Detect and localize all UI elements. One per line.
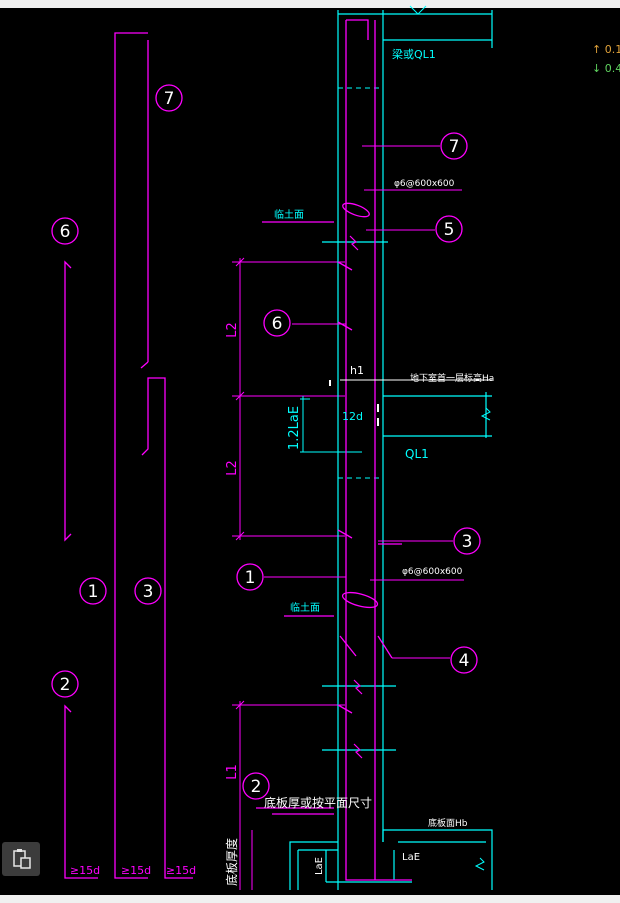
marker-1-right-label: 1 [245,568,256,588]
label-12d: 12d [342,410,363,423]
label-slab-elev: 底板面Hb [428,817,468,829]
dim-lae-left: LaE [314,857,325,875]
marker-3-left [134,577,162,605]
dim-l2-lower: L2 [225,460,240,476]
marker-1-right [236,563,264,591]
label-ql1-mid: QL1 [405,447,429,461]
wall-outline [289,10,493,890]
marker-1-left-label: 1 [88,582,99,602]
bar-1-shape [114,32,148,879]
marker-3-right-label: 3 [462,532,473,552]
marker-2-right [242,772,270,800]
marker-6-left-label: 6 [60,222,71,242]
marker-3-left-label: 3 [143,582,154,602]
marker-7-left-label: 7 [164,89,175,109]
paste-icon [13,849,31,869]
top-bar [0,0,620,8]
hook-label-2: ≥15d [121,864,151,877]
marker-5-right-label: 5 [444,220,455,240]
dim-l1: L1 [225,764,240,780]
label-basement-floor: 地下室首一层标高Ha [410,372,494,384]
bar-schedule [64,32,193,879]
marker-2-left [51,670,79,698]
dim-1-2lae: 1.2LaE [287,406,302,450]
leader-lines [264,145,464,659]
marker-5-right [435,215,463,243]
dim-h1: h1 [350,364,364,377]
hook-label-1: ≥15d [70,864,100,877]
marker-3-right [453,527,481,555]
bottom-bar [0,895,620,903]
bar-6-shape [64,260,72,542]
marker-6-right [263,309,291,337]
dimension-lines [232,257,345,890]
marker-7-left [155,84,183,112]
label-soil-top: 临土面 [274,208,304,221]
wall-rebars [256,19,412,881]
bar-3-shape [141,377,193,879]
paste-button[interactable] [2,842,40,876]
slab-thickness-label: 底板厚度 [224,838,239,886]
marker-4-right-label: 4 [459,651,470,671]
label-slab-note: 底板厚或按平面尺寸 [264,795,372,810]
label-ql1-top: 梁或QL1 [392,47,436,61]
marker-6-left [51,217,79,245]
label-stirrup-mid: φ6@600x600 [402,567,463,577]
bar-2-shape [64,704,98,879]
marker-4-right [450,646,478,674]
marker-7-right-label: 7 [449,137,460,157]
dim-lae-right: LaE [402,852,420,863]
marker-2-right-label: 2 [251,777,262,797]
marker-6-right-label: 6 [272,314,283,334]
stat-download: ↓ 0.4 [592,62,620,75]
marker-1-left [79,577,107,605]
hook-label-3: ≥15d [166,864,196,877]
stat-upload: ↑ 0.1 [592,43,620,56]
marker-2-left-label: 2 [60,675,71,695]
label-stirrup-top: φ6@600x600 [394,179,455,189]
dim-l2-upper: L2 [225,322,240,338]
label-soil-mid: 临土面 [290,601,320,614]
marker-7-right [440,132,468,160]
